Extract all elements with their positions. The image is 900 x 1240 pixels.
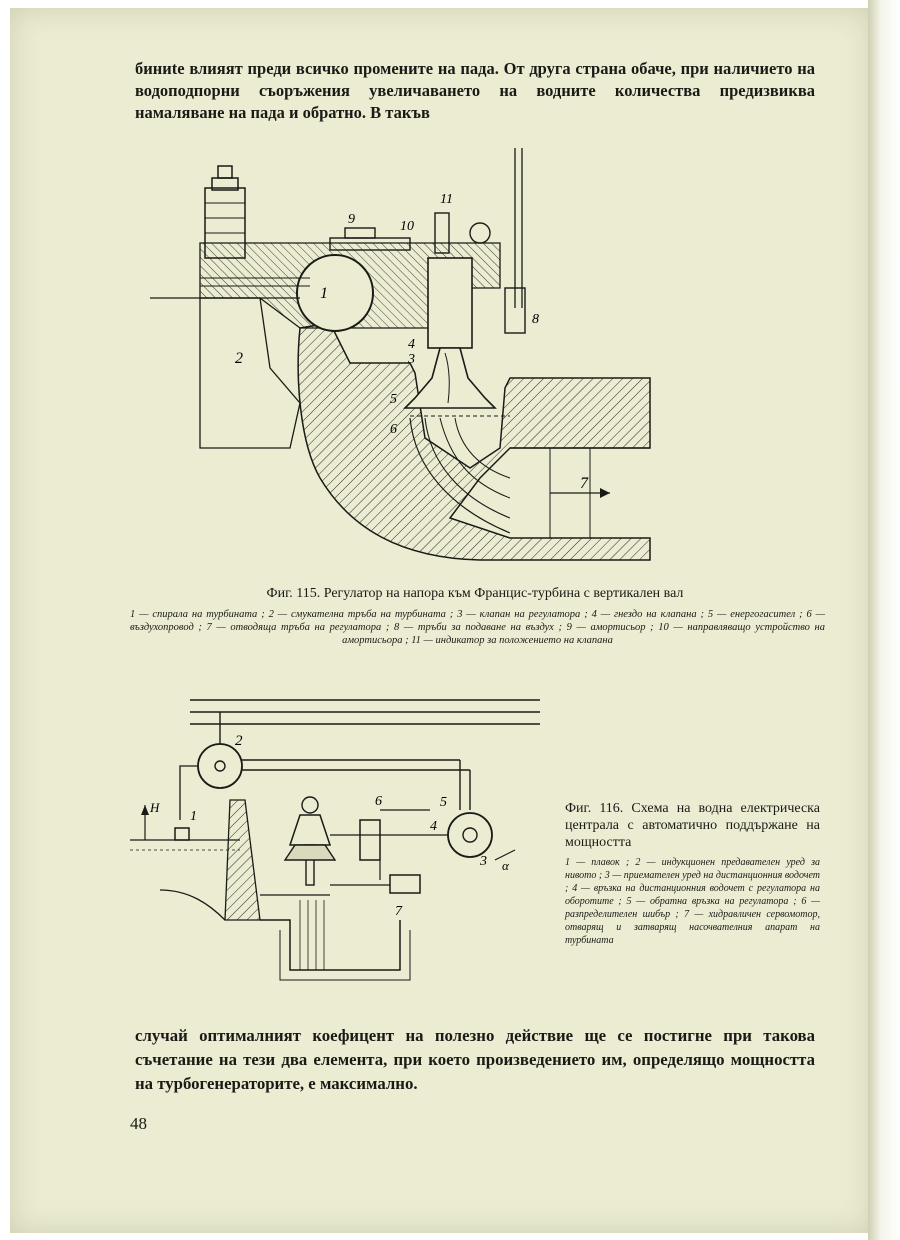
page-edge-shadow — [868, 0, 900, 1240]
figure-116-caption: Фиг. 116. Схема на водна електрическа це… — [565, 801, 820, 850]
concrete-structure — [297, 322, 651, 561]
fig116-label-5: 5 — [440, 795, 447, 810]
receiver-3 — [447, 812, 493, 858]
fig116-label-4: 4 — [430, 819, 437, 834]
float-1 — [174, 827, 190, 841]
fig115-label-3: 3 — [407, 352, 415, 367]
fig115-label-9: 9 — [348, 212, 355, 227]
fig116-label-6: 6 — [375, 794, 382, 809]
paragraph-top: биниte влияят преди всичко промените на … — [135, 59, 815, 122]
fig115-label-10: 10 — [400, 219, 414, 234]
figure-115-caption: Фиг. 115. Регулатор на напора към Франци… — [266, 586, 684, 601]
paragraph-bottom: случай оптималният коефицент на полезно … — [135, 1026, 815, 1093]
fig116-label-1: 1 — [190, 809, 197, 824]
fig115-label-1: 1 — [320, 285, 328, 302]
book-page: биниte влияят преди всичко промените на … — [10, 8, 872, 1233]
dam — [224, 799, 261, 921]
draft-tube-curves — [409, 417, 511, 534]
figure-116-legend: 1 — плавок ; 2 — индукционен предавателе… — [565, 857, 820, 946]
fig115-label-7: 7 — [580, 475, 589, 492]
fig115-label-11: 11 — [440, 192, 453, 207]
fig116-label-H: H — [149, 800, 160, 815]
fig116-label-7: 7 — [395, 904, 403, 919]
page-number: 48 — [130, 1114, 147, 1133]
fig115-label-4: 4 — [408, 337, 415, 352]
spiral-casing — [296, 254, 374, 332]
figure-115-drawing: 1 2 3 4 5 6 7 8 9 10 11 — [150, 148, 651, 561]
figure-115-legend: 1 — спирала на турбината ; 2 — смукателн… — [130, 609, 825, 646]
fig115-label-6: 6 — [390, 422, 397, 437]
fig115-label-8: 8 — [532, 312, 539, 327]
fig116-label-2: 2 — [235, 733, 243, 749]
regulator-valve — [403, 347, 497, 409]
fig116-label-3: 3 — [479, 854, 487, 869]
fig115-label-5: 5 — [390, 392, 397, 407]
figure-116-drawing: 1 2 3 4 5 6 7 H α — [130, 699, 540, 981]
induction-transmitter-2 — [197, 743, 243, 789]
fig115-label-2: 2 — [235, 350, 243, 367]
fig116-label-alpha: α — [502, 858, 510, 873]
